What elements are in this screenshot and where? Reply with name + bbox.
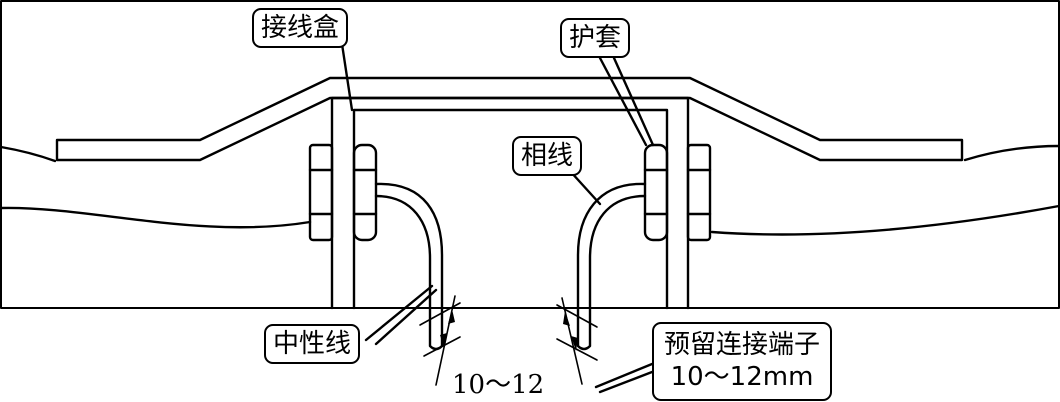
reserved-terminal-label: 预留连接端子 10～12mm (652, 322, 833, 402)
pipe-upper-edge-right (963, 144, 1060, 162)
leader-sheath-2 (612, 56, 655, 147)
neutral-wire-label: 中性线 (264, 324, 361, 364)
dim-arrow-left-top (448, 309, 455, 324)
phase-wire (576, 182, 647, 351)
pipe-upper-edge-left (0, 145, 57, 163)
dim-arrow-left-bottom (440, 333, 447, 348)
pipe-lower-edge-right (710, 204, 1060, 236)
leader-reserved-2 (598, 370, 654, 394)
leader-reserved-1 (594, 362, 654, 389)
dim-ext-right-bottom (556, 338, 598, 361)
right-sheath (643, 143, 669, 242)
leader-sheath-1 (598, 56, 648, 147)
reserved-terminal-label-line2: 10～12mm (670, 361, 814, 392)
cover-plate (55, 76, 964, 162)
leader-phase-wire (568, 169, 602, 206)
junction-box-outer (330, 96, 690, 310)
leader-junction-box (340, 42, 354, 112)
phase-wire-label: 相线 (512, 136, 583, 176)
drawing-frame (0, 0, 1060, 309)
leader-neutral-wire-2 (374, 288, 438, 346)
left-sheath (352, 143, 378, 242)
leader-neutral-wire-1 (364, 284, 434, 342)
dim-arrow-right-top (563, 311, 570, 326)
dim-ext-left-bottom (423, 336, 461, 357)
pipe-lower-edge-left (0, 206, 312, 229)
reserved-terminal-label-line1: 预留连接端子 (664, 330, 821, 360)
left-nut (308, 143, 334, 242)
left-dimension-text: 10～12 (452, 370, 545, 400)
right-nut (686, 143, 712, 242)
sheath-label: 护套 (560, 18, 631, 58)
dim-arrow-right-bottom (571, 336, 578, 351)
junction-box-inner (352, 108, 669, 310)
junction-box-label: 接线盒 (252, 8, 349, 48)
